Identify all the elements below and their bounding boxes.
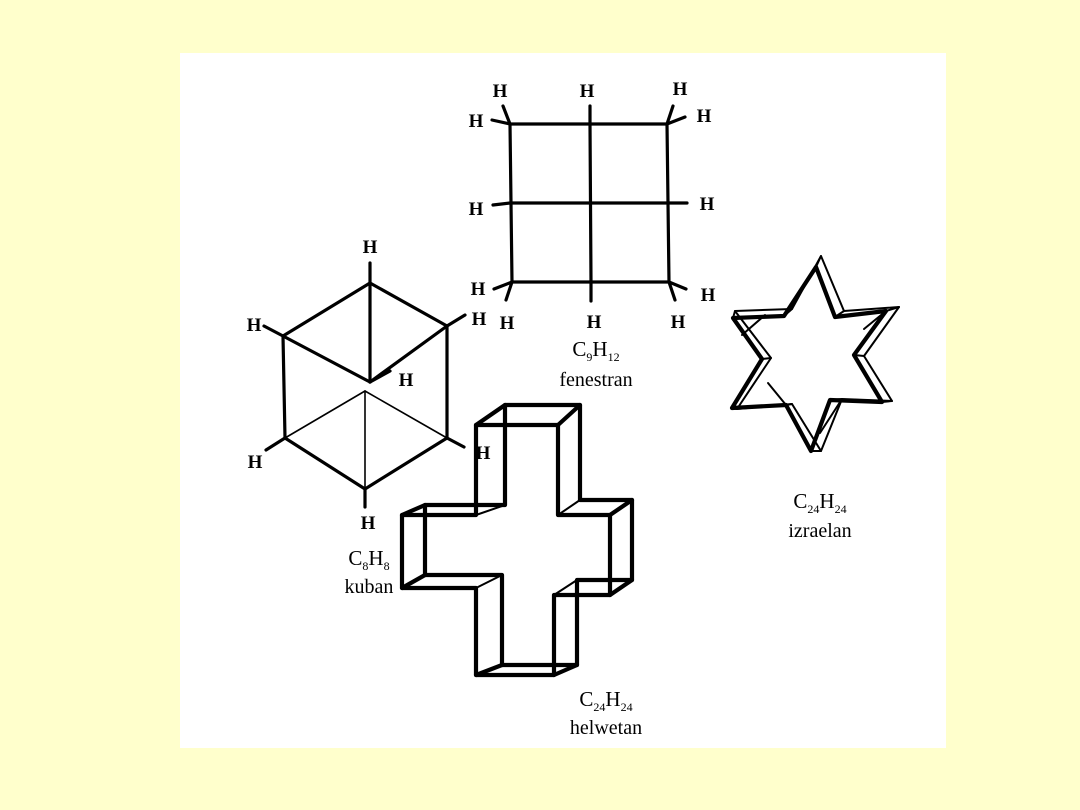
fenestrane-h-6: H — [469, 199, 484, 220]
helwetan-name: helwetan — [570, 717, 642, 739]
fenestrane-structure — [490, 104, 689, 303]
cubane-h-center: H — [399, 370, 414, 391]
fenestrane-h-11: H — [587, 312, 602, 333]
fenestrane-formula: C9H12 — [572, 337, 619, 364]
izraelan-name: izraelan — [788, 520, 851, 542]
helwetan-formula: C24H24 — [579, 687, 632, 714]
molecules-diagram: H H H H H H H C8H8 kuban — [247, 79, 900, 739]
fenestrane-h-9: H — [701, 285, 716, 306]
cubane-h-lower-right: H — [476, 443, 491, 464]
fenestrane-h-3: H — [673, 79, 688, 100]
helwetan-structure — [399, 402, 635, 678]
fenestrane-h-10: H — [500, 313, 515, 334]
fenestrane-h-7: H — [700, 194, 715, 215]
cubane-h-upper-left: H — [247, 315, 262, 336]
fenestrane-h-4: H — [469, 111, 484, 132]
izraelan-formula: C24H24 — [793, 489, 846, 516]
diagram-panel: H H H H H H H C8H8 kuban — [180, 53, 946, 748]
cubane-h-lower-left: H — [248, 452, 263, 473]
fenestrane-h-5: H — [697, 106, 712, 127]
fenestrane-h-8: H — [471, 279, 486, 300]
fenestrane-h-12: H — [671, 312, 686, 333]
cubane-structure — [262, 261, 467, 509]
cubane-h-bottom: H — [361, 513, 376, 534]
cubane-h-upper-right: H — [472, 309, 487, 330]
fenestrane-name: fenestran — [559, 369, 632, 391]
cubane-name: kuban — [345, 576, 394, 598]
izraelan-structure — [729, 255, 900, 454]
cubane-h-top: H — [363, 237, 378, 258]
fenestrane-h-1: H — [493, 81, 508, 102]
fenestrane-h-2: H — [580, 81, 595, 102]
cubane-formula: C8H8 — [348, 546, 389, 573]
